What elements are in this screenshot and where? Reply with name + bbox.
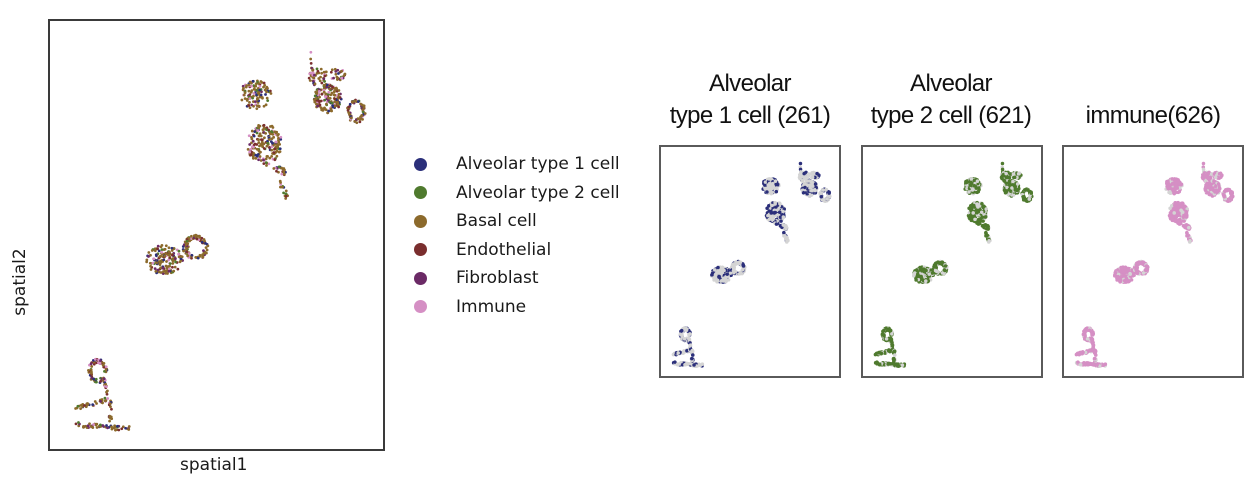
panel-title-line1: Alveolar (910, 70, 993, 97)
panel-scatter-canvas (1074, 161, 1235, 369)
legend-item: Alveolar type 2 cell (411, 179, 620, 208)
legend-marker-icon (414, 157, 427, 171)
panel-title-line2: type 1 cell (261) (669, 102, 831, 129)
legend-marker-icon (414, 186, 427, 200)
panel-title-line1: Alveolar (709, 70, 792, 97)
legend-item: Basal cell (411, 207, 620, 236)
panel-alveolar-type1 (659, 145, 841, 378)
panel-title-at1: Alveolar type 1 cell (261) (640, 68, 860, 132)
panel-title-immune: immune(626) (1043, 100, 1251, 132)
legend-label: Alveolar type 1 cell (456, 154, 620, 175)
legend-label: Immune (456, 296, 527, 317)
legend-marker-icon (414, 271, 427, 285)
y-axis-label: spatial2 (10, 248, 30, 316)
legend-label: Basal cell (456, 211, 537, 232)
legend-marker-icon (414, 300, 427, 314)
panel-scatter-canvas (671, 161, 832, 369)
panel-title-line2: type 2 cell (621) (870, 102, 1032, 129)
legend-label: Alveolar type 2 cell (456, 182, 620, 203)
legend-item: Immune (411, 293, 620, 322)
legend-item: Fibroblast (411, 264, 620, 293)
panel-alveolar-type2 (861, 145, 1043, 378)
main-spatial-plot (48, 19, 385, 451)
main-scatter-canvas (74, 50, 367, 432)
legend-marker-icon (414, 214, 427, 228)
legend: Alveolar type 1 cell Alveolar type 2 cel… (411, 150, 620, 321)
legend-item: Endothelial (411, 236, 620, 265)
x-axis-label: spatial1 (180, 455, 248, 475)
legend-item: Alveolar type 1 cell (411, 150, 620, 179)
legend-label: Endothelial (456, 239, 552, 260)
panel-title-line2: immune(626) (1085, 102, 1221, 129)
panel-scatter-canvas (873, 161, 1034, 369)
panel-title-at2: Alveolar type 2 cell (621) (841, 68, 1061, 132)
panel-immune (1062, 145, 1244, 378)
legend-marker-icon (414, 243, 427, 257)
legend-label: Fibroblast (456, 268, 539, 289)
